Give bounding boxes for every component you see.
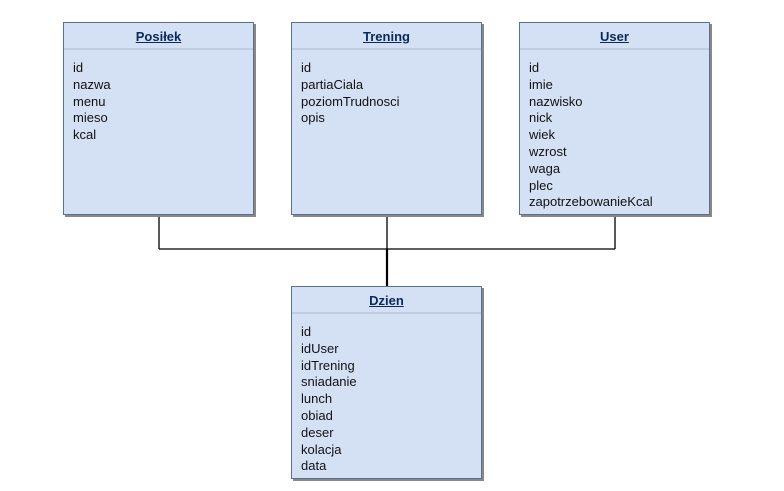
entity-title-trening: Trening xyxy=(292,23,481,50)
entity-attribute: waga xyxy=(529,160,561,176)
entity-attribute: nazwisko xyxy=(529,93,583,109)
entity-attribute: data xyxy=(301,458,327,474)
entity-attribute: imie xyxy=(529,76,553,92)
entity-attribute: opis xyxy=(301,110,325,126)
entity-attribute: obiad xyxy=(301,407,333,423)
entity-attribute: sniadanie xyxy=(301,374,357,390)
entity-attribute: zapotrzebowanieKcal xyxy=(529,194,653,210)
entity-attribute: kolacja xyxy=(301,441,342,457)
entity-attribute: kcal xyxy=(73,127,97,143)
entity-attribute: id xyxy=(301,324,312,339)
entity-attribute: partiaCiala xyxy=(301,76,364,92)
entity-attribute: id xyxy=(73,60,84,75)
entity-attribute: wzrost xyxy=(529,143,567,159)
entity-attribute: deser xyxy=(301,424,334,440)
entity-attribute: nick xyxy=(529,110,553,126)
entity-title-user: User xyxy=(520,23,709,50)
entity-attribute: lunch xyxy=(301,391,333,407)
entity-attribute: idTrening xyxy=(301,357,355,373)
entity-attribute: id xyxy=(529,60,540,75)
entity-title-posilek: Posiłek xyxy=(64,23,253,50)
entity-attribute: plec xyxy=(529,177,553,193)
entity-attribute: menu xyxy=(73,93,106,109)
entity-attribute: mieso xyxy=(73,110,108,126)
entity-attribute: wiek xyxy=(529,127,556,143)
entity-attribute: nazwa xyxy=(73,76,111,92)
entity-attribute: idUser xyxy=(301,340,339,356)
entity-attribute: id xyxy=(301,60,312,75)
entity-title-dzien: Dzien xyxy=(292,287,481,314)
entity-attribute: poziomTrudnosci xyxy=(301,93,400,109)
